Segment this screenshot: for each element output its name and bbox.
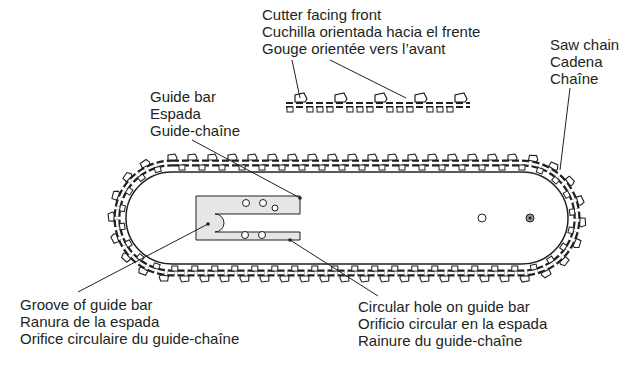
callout-label: Cutter facing front [262, 6, 381, 23]
callout-label: Espada [150, 105, 201, 122]
callout-label: Saw chain [550, 36, 619, 53]
callout-label: Orificio circular en la espada [358, 315, 547, 332]
callout-label: Rainure du guide-chaîne [358, 332, 522, 349]
callout-label: Orifice circulaire du guide-chaîne [20, 330, 239, 347]
callout-label: Ranura de la espada [20, 313, 159, 330]
callout-label: Guide-chaîne [150, 122, 240, 139]
callout-label: Groove of guide bar [20, 296, 153, 313]
callout-label: Chaîne [550, 70, 598, 87]
callout-label: Cuchilla orientada hacia el frente [262, 23, 480, 40]
callout-label: Circular hole on guide bar [358, 298, 530, 315]
callout-label: Cadena [550, 53, 603, 70]
callout-label: Guide bar [150, 88, 216, 105]
callout-label: Gouge orientée vers l’avant [262, 40, 445, 57]
leader-lines [78, 60, 570, 296]
guide-bar [126, 172, 568, 264]
saw-chain-segment [286, 93, 470, 112]
saw-chain-loop [108, 154, 586, 282]
